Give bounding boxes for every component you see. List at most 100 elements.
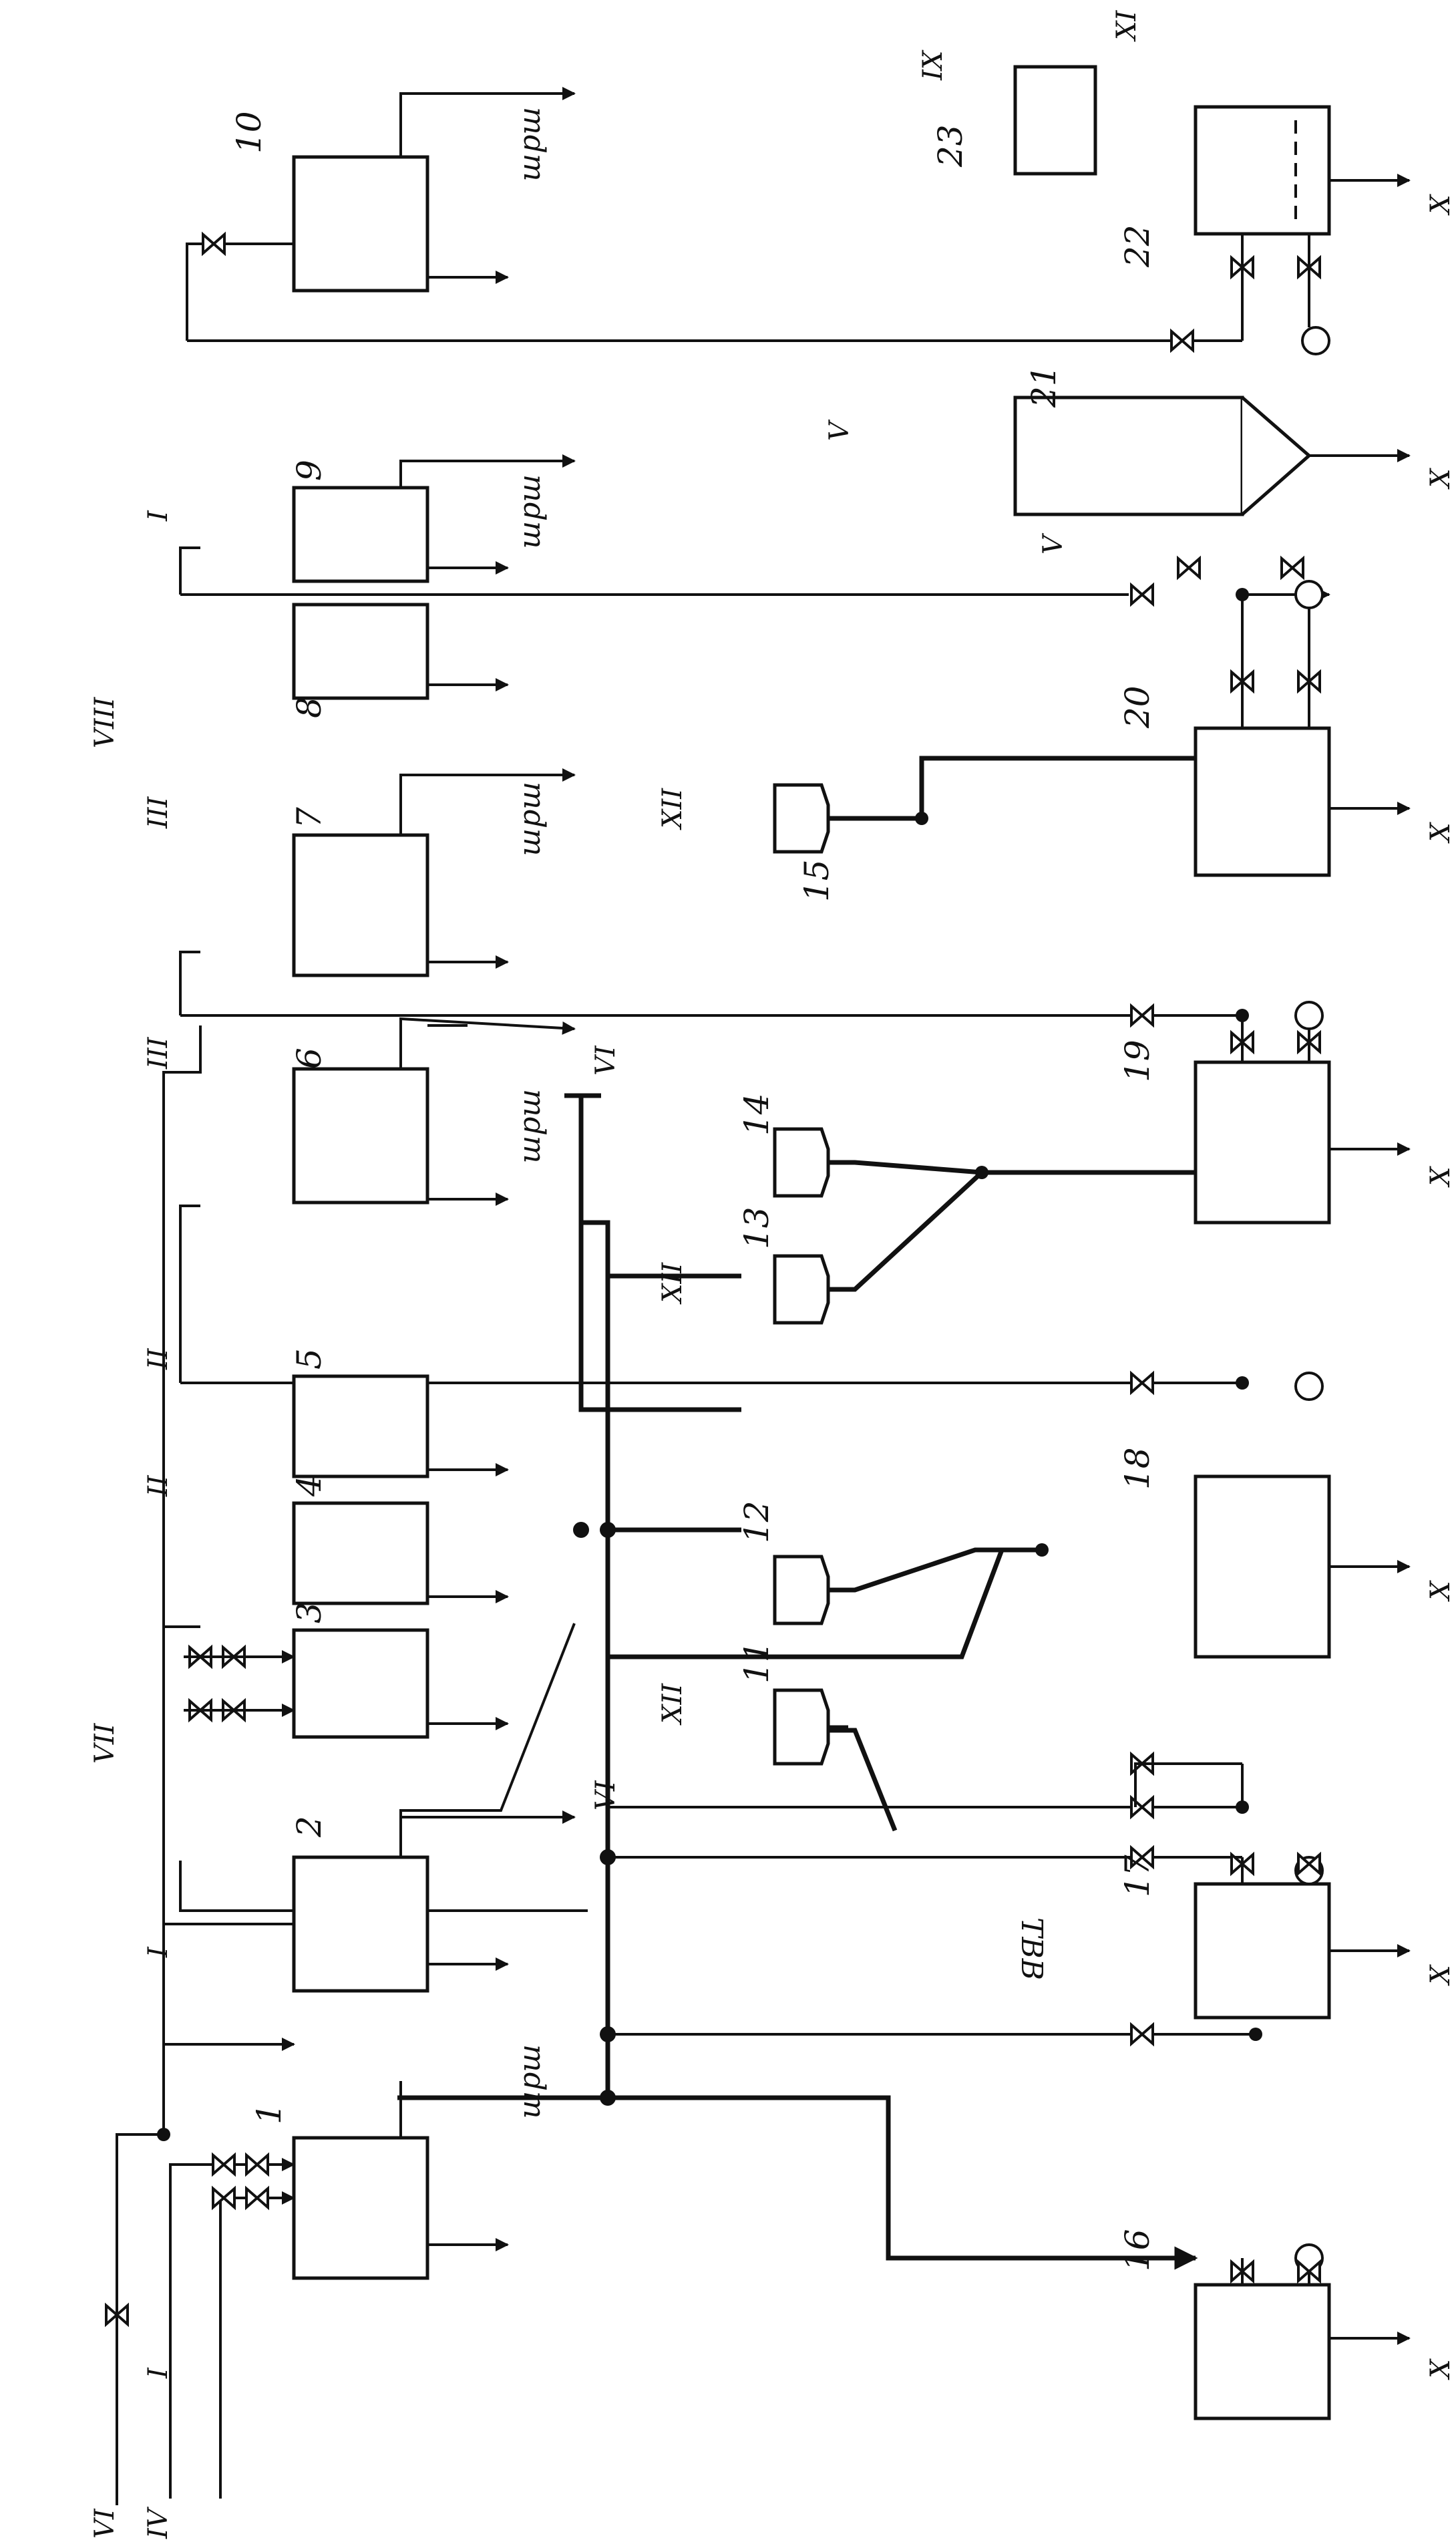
tanks	[292, 65, 1331, 2420]
stream-label-X: X	[1425, 468, 1456, 490]
output-label-tvv: TBB	[1015, 1917, 1049, 1980]
tank-20	[1194, 726, 1331, 877]
tank-7	[292, 833, 429, 977]
stream-label-X: X	[1425, 822, 1456, 844]
main-process-lines	[105, 233, 1330, 2505]
label-unit-10: 10	[230, 111, 268, 154]
tank-1	[292, 2136, 429, 2280]
outlet-arrows	[399, 87, 1411, 2345]
hopper-12	[773, 1555, 830, 1625]
tank-16	[1194, 2283, 1331, 2420]
stream-label-I: I	[143, 1946, 174, 1958]
valve	[245, 2154, 269, 2175]
stream-label-X: X	[1425, 194, 1456, 216]
valve	[1130, 2024, 1154, 2045]
tank-17	[1194, 1882, 1331, 2020]
stream-label-III: III	[143, 796, 174, 829]
stream-label-X: X	[1425, 1166, 1456, 1188]
stream-label-VI: VI	[89, 2508, 120, 2539]
label-unit-23: 23	[931, 124, 970, 168]
valve	[1130, 1005, 1154, 1026]
tank-6	[292, 1067, 429, 1205]
hoppers	[773, 756, 1196, 1832]
tank-23	[1013, 65, 1097, 176]
tank-22	[1194, 105, 1331, 236]
tank-5	[292, 1374, 429, 1478]
stream-label-II: II	[143, 1347, 174, 1370]
tank-9	[292, 486, 429, 583]
stream-label-II: II	[143, 1474, 174, 1497]
label-unit-20: 20	[1118, 685, 1157, 729]
stream-label-V: V	[1038, 532, 1069, 554]
label-unit-3: 3	[290, 1602, 329, 1623]
hopper-13	[773, 1254, 830, 1325]
stream-label-XII: XII	[657, 1683, 688, 1726]
valve	[212, 2187, 236, 2209]
tank-21	[1013, 395, 1244, 516]
output-label-mdm: mdm	[517, 1089, 551, 1164]
hopper-14	[773, 1127, 830, 1198]
label-unit-22: 22	[1118, 224, 1157, 268]
stream-label-VI: VI	[590, 1045, 621, 1076]
valve	[1280, 557, 1304, 579]
pump-icon	[1301, 326, 1330, 355]
stream-label-VIII: VIII	[89, 697, 120, 748]
output-label-mdm: mdm	[517, 2044, 551, 2119]
stream-label-V: V	[824, 419, 855, 441]
hopper-15	[773, 783, 830, 854]
valve	[245, 2187, 269, 2209]
stream-label-X: X	[1425, 1964, 1456, 1986]
stream-label-IX: IX	[918, 49, 948, 81]
label-unit-4: 4	[290, 1475, 329, 1497]
label-unit-11: 11	[737, 1641, 776, 1684]
label-unit-8: 8	[290, 697, 329, 718]
valve	[212, 2154, 236, 2175]
valve	[1130, 1372, 1154, 1394]
label-unit-5: 5	[290, 1348, 329, 1370]
label-unit-18: 18	[1118, 1447, 1157, 1490]
label-unit-21: 21	[1025, 365, 1063, 408]
stream-label-I: I	[143, 510, 174, 522]
stream-label-I: I	[143, 2367, 174, 2379]
stream-label-III: III	[143, 1036, 174, 1070]
pump-icon	[1294, 580, 1324, 609]
tank-3	[292, 1628, 429, 1739]
label-unit-9: 9	[290, 460, 329, 481]
tank-8	[292, 603, 429, 700]
stream-label-VII: VII	[89, 1722, 120, 1764]
label-unit-17: 17	[1118, 1855, 1157, 1897]
stream-label-XII: XII	[657, 1262, 688, 1305]
tank-18	[1194, 1474, 1331, 1659]
valve	[1130, 584, 1154, 605]
valve	[202, 233, 226, 255]
label-unit-16: 16	[1118, 2229, 1157, 2271]
label-unit-1: 1	[250, 2103, 289, 2124]
label-unit-13: 13	[737, 1207, 776, 1249]
valve	[1177, 557, 1201, 579]
stream-label-X: X	[1425, 1580, 1456, 1602]
output-label-mdm: mdm	[517, 474, 551, 549]
tank-19	[1194, 1060, 1331, 1225]
label-unit-7: 7	[290, 807, 329, 828]
hopper-11	[773, 1688, 848, 1766]
tank-21-cone	[1241, 396, 1312, 516]
output-label-mdm: mdm	[517, 107, 551, 182]
label-unit-6: 6	[290, 1048, 329, 1069]
stream-label-X: X	[1425, 2358, 1456, 2380]
stream-label-XI: XI	[1111, 10, 1142, 42]
output-label-mdm: mdm	[517, 782, 551, 856]
tank-10	[292, 155, 429, 293]
tank-2	[292, 1855, 429, 1993]
labels: 1 2 3 4 5 6 7 8 9 10 11 12 13 14 15 16 1…	[89, 10, 1456, 2539]
tank-4	[292, 1501, 429, 1605]
pump-icon	[1294, 1372, 1324, 1401]
pumps	[1230, 234, 1330, 2285]
label-unit-2: 2	[290, 1816, 329, 1838]
label-unit-19: 19	[1118, 1040, 1157, 1082]
label-unit-12: 12	[737, 1500, 776, 1543]
label-unit-14: 14	[737, 1093, 776, 1136]
valve	[1170, 330, 1194, 351]
label-unit-15: 15	[797, 859, 836, 902]
stream-label-XII: XII	[657, 788, 688, 830]
